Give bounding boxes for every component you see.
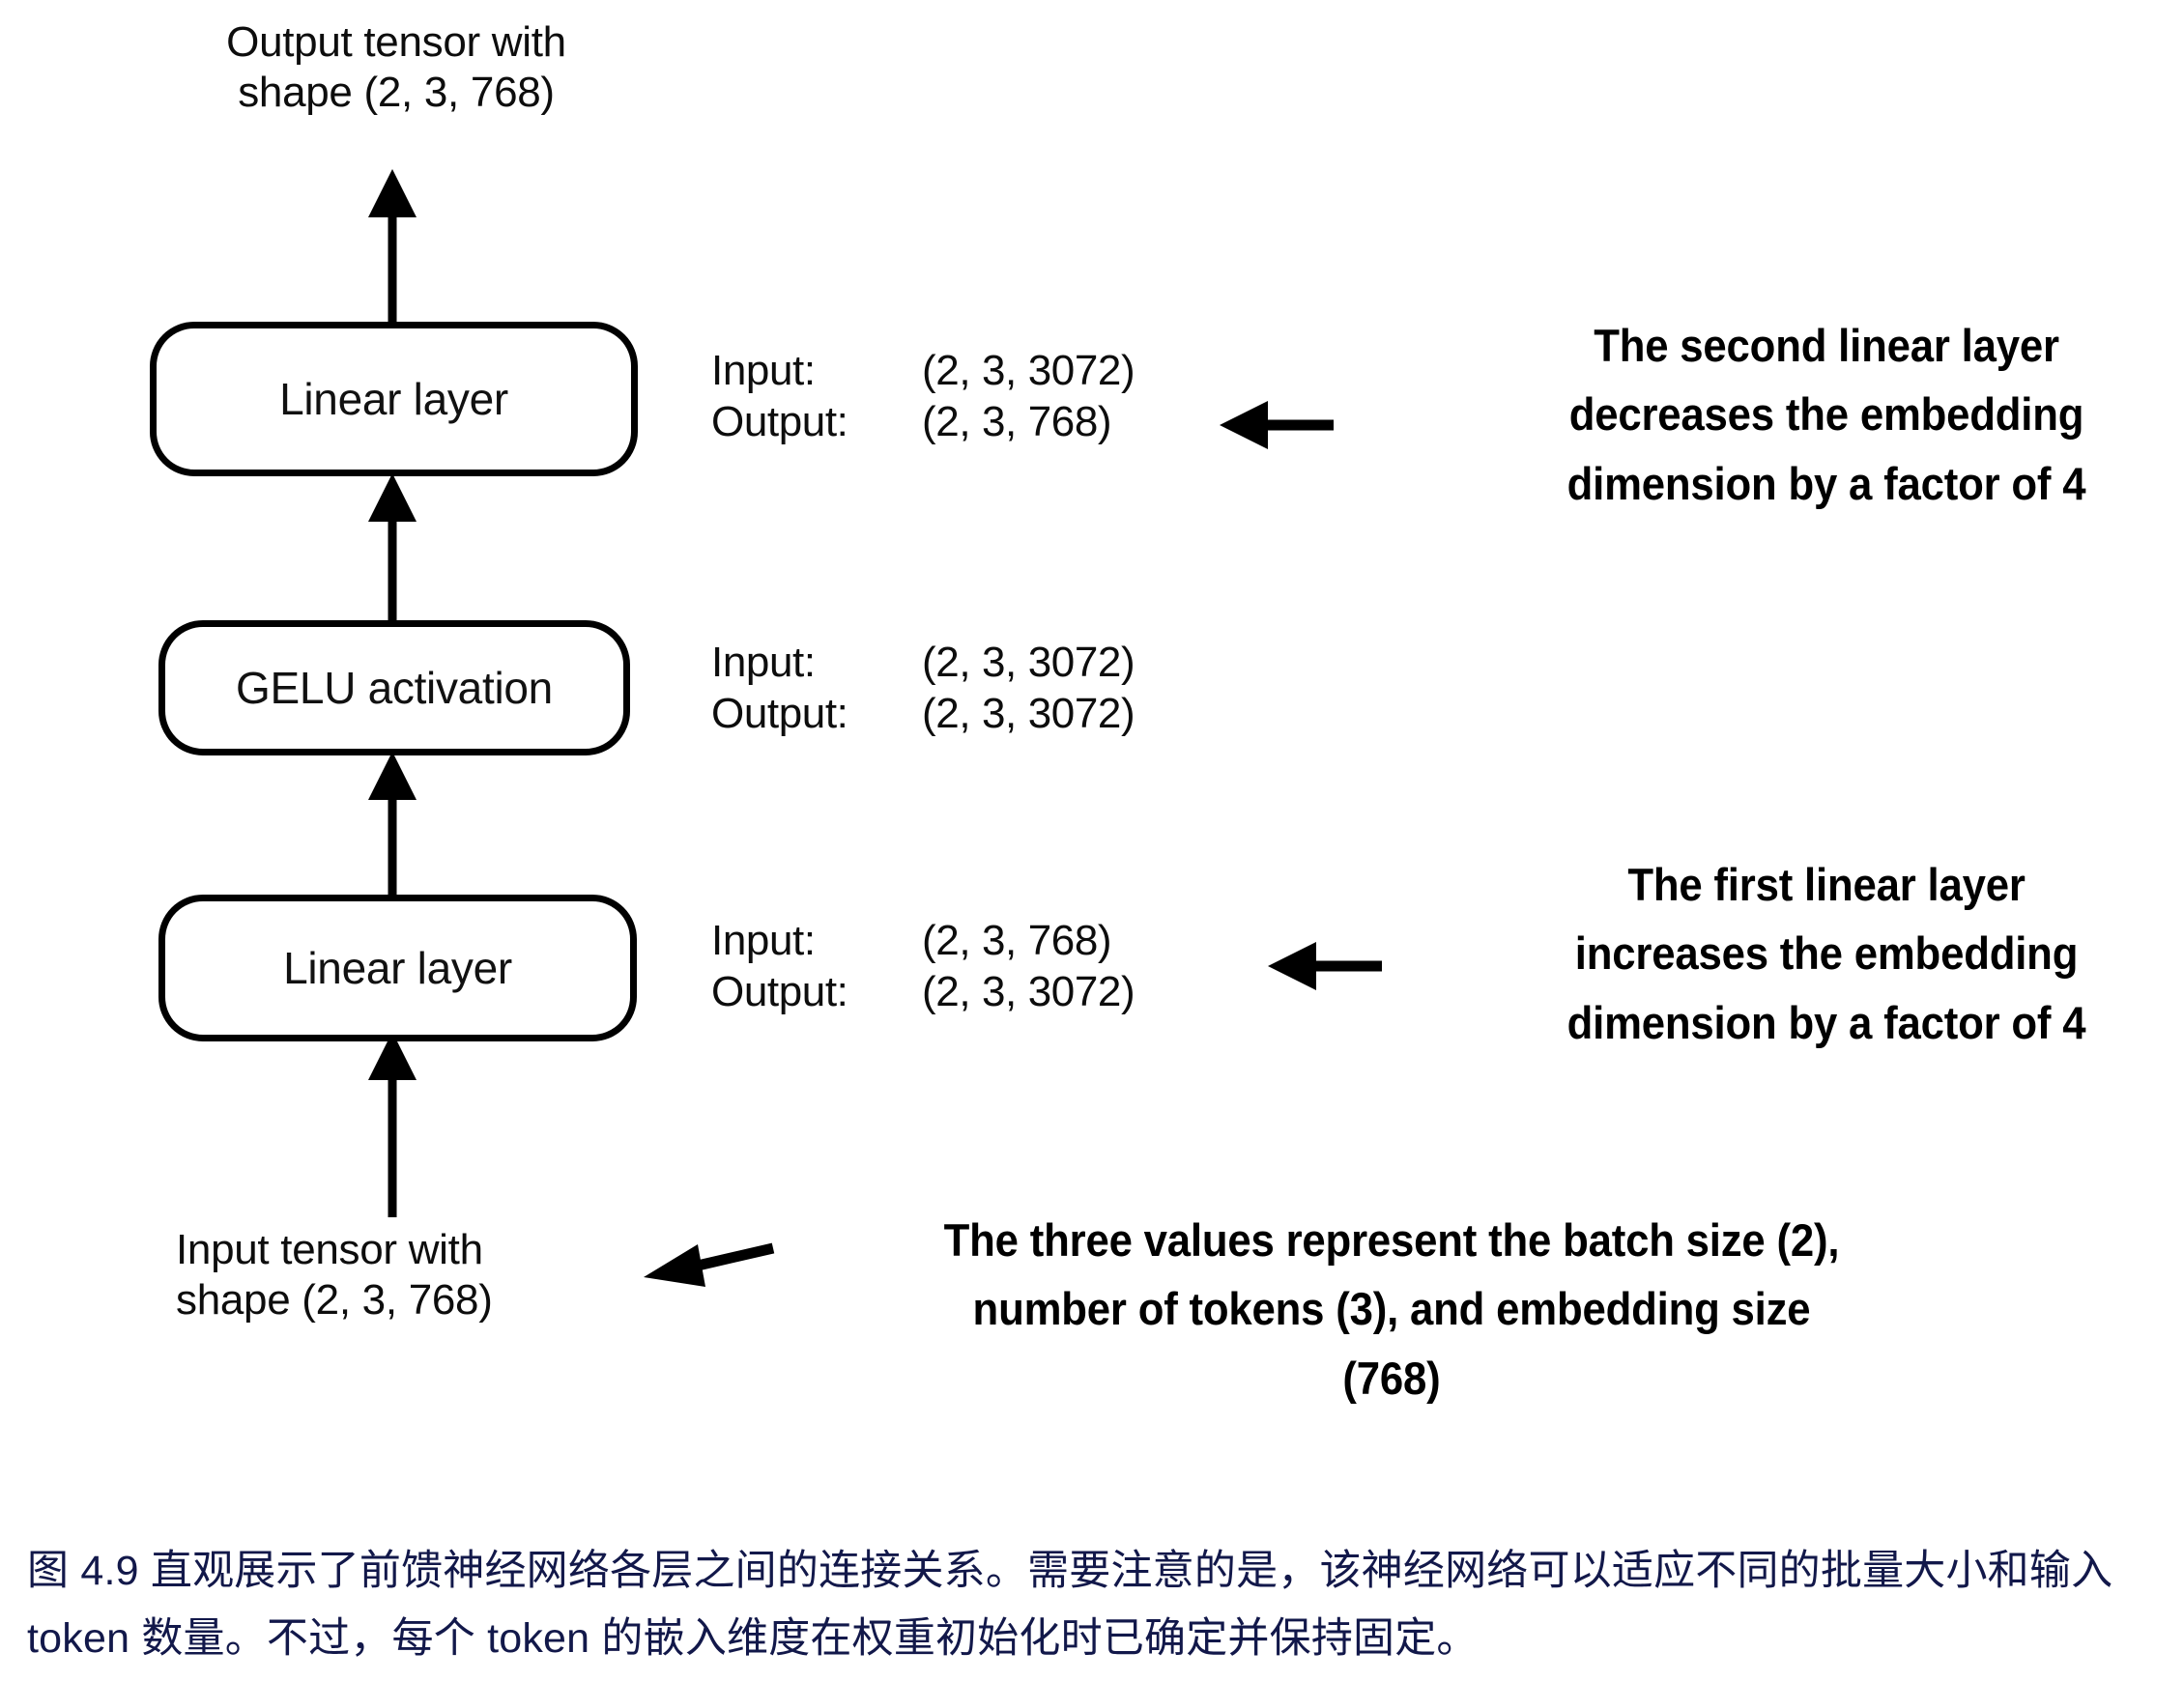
node-linear-layer-first[interactable]: Linear layer (158, 895, 637, 1041)
io-row-output: Output: (2, 3, 3072) (711, 689, 1135, 740)
arrow-gelu-to-linear2 (368, 473, 417, 620)
io-row-output: Output: (2, 3, 768) (711, 397, 1135, 448)
io-input-value: (2, 3, 768) (922, 917, 1112, 964)
node-gelu-activation-label: GELU activation (236, 663, 553, 713)
io-output-key: Output: (711, 967, 848, 1015)
io-row-input: Input: (2, 3, 3072) (711, 346, 1135, 397)
io-output-value: (2, 3, 3072) (922, 689, 1135, 737)
input-tensor-label: Input tensor with shape (2, 3, 768) (176, 1226, 493, 1324)
io-input-key: Input: (711, 639, 816, 686)
arrow-callout-second-linear (1220, 401, 1334, 449)
callout-line: dimension by a factor of 4 (1566, 457, 2086, 509)
callout-line: The three values represent the batch siz… (943, 1214, 1840, 1266)
output-tensor-label: Output tensor with shape (2, 3, 768) (226, 18, 566, 116)
node-linear-layer-second[interactable]: Linear layer (150, 322, 638, 476)
arrow-out-to-output (368, 169, 417, 322)
arrow-linear1-to-gelu (368, 752, 417, 895)
io-input-key: Input: (711, 347, 816, 394)
io-spec-linear-second: Input: (2, 3, 3072) Output: (2, 3, 768) (711, 346, 1135, 448)
node-linear-layer-first-label: Linear layer (283, 943, 512, 993)
io-row-input: Input: (2, 3, 768) (711, 916, 1135, 967)
arrow-callout-first-linear (1268, 942, 1382, 990)
node-linear-layer-second-label: Linear layer (279, 374, 508, 424)
io-input-key: Input: (711, 917, 816, 964)
callout-line: number of tokens (3), and embedding size (972, 1283, 1811, 1335)
figure-caption: 图 4.9 直观展示了前馈神经网络各层之间的连接关系。需要注意的是，该神经网络可… (27, 1548, 2113, 1662)
io-output-key: Output: (711, 689, 848, 737)
io-row-input: Input: (2, 3, 3072) (711, 638, 1135, 689)
io-spec-linear-first: Input: (2, 3, 768) Output: (2, 3, 3072) (711, 916, 1135, 1018)
io-output-value: (2, 3, 3072) (922, 967, 1135, 1015)
node-gelu-activation[interactable]: GELU activation (158, 620, 630, 755)
callout-line: decreases the embedding (1568, 388, 2084, 441)
io-row-output: Output: (2, 3, 3072) (711, 967, 1135, 1018)
callout-line: dimension by a factor of 4 (1566, 996, 2086, 1048)
callout-line: (768) (1342, 1352, 1441, 1404)
io-input-value: (2, 3, 3072) (922, 639, 1135, 686)
callout-second-linear-layer: The second linear layer decreases the em… (1512, 311, 2141, 518)
callout-three-values: The three values represent the batch siz… (852, 1206, 1931, 1412)
io-output-key: Output: (711, 397, 848, 445)
io-input-value: (2, 3, 3072) (922, 347, 1135, 394)
io-spec-gelu: Input: (2, 3, 3072) Output: (2, 3, 3072) (711, 638, 1135, 740)
callout-first-linear-layer: The first linear layer increases the emb… (1512, 850, 2141, 1057)
callout-line: increases the embedding (1574, 927, 2079, 980)
callout-line: The first linear layer (1627, 859, 2026, 910)
io-output-value: (2, 3, 768) (922, 397, 1112, 445)
callout-line: The second linear layer (1594, 320, 2059, 371)
arrow-input-to-linear1 (368, 1032, 417, 1217)
